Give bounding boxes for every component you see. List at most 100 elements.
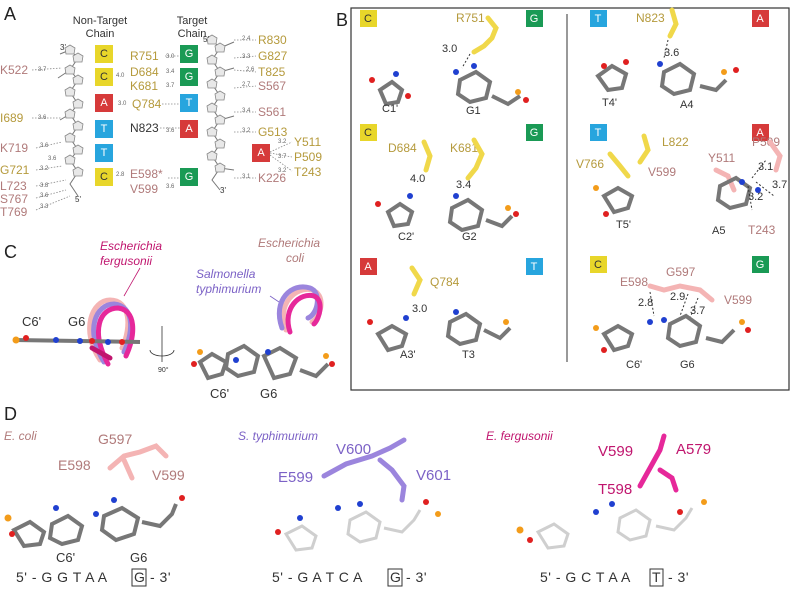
d-ecoli-seq-boxed: G [134, 569, 145, 585]
dist-a-13: 3.7 [166, 83, 175, 89]
b1-nt2: G [530, 13, 539, 25]
d-eferg-seq-boxed: T [652, 569, 661, 585]
res-y511: Y511 [294, 135, 321, 149]
c-label-c6b: C6' [210, 386, 229, 401]
nt-box-right-5: A [252, 144, 270, 162]
panel-b-label: B [336, 10, 348, 30]
res-t243: T243 [294, 165, 322, 179]
dist-a-21: 3.2 [242, 128, 251, 134]
nt-left-1: C [100, 48, 108, 60]
end-5-top: 5' [203, 35, 209, 44]
b-row-1: C G R751 3.0 C1' G1 [360, 10, 543, 117]
c-label-c6: C6' [22, 314, 41, 329]
d-styph-seq-box [387, 568, 403, 587]
dist-a-2: 3.6 [40, 143, 49, 149]
b-row-3: A T Q784 3.0 A3' T3 [360, 258, 543, 361]
d-styph-v601: V601 [416, 467, 451, 484]
nt-box-right-3: T [180, 94, 198, 112]
c-rotation-label: 90° [158, 366, 169, 374]
d-styph-seq-boxed: G [390, 569, 401, 585]
non-target-chain-header-2: Chain [86, 28, 115, 40]
b5-nt1: T [595, 127, 602, 139]
res-q784: Q784 [132, 97, 162, 111]
b-row-2: C G D684 K681 4.0 3.4 C2' G2 [360, 124, 543, 243]
nt-right-4: A [185, 123, 193, 135]
res-k681: K681 [130, 79, 158, 93]
d-ecoli-species: E. coli [4, 429, 37, 443]
b1-lab1: C1' [382, 103, 398, 115]
d-eferg-seq-post: - 3' [668, 569, 689, 585]
c-ferg-pointer [123, 267, 141, 297]
dist-a-9: 3.0 [118, 101, 127, 107]
d-styph-seq-post: - 3' [406, 569, 427, 585]
d-ecoli-seq-post: - 3' [150, 569, 171, 585]
b5-dist3: 3.2 [748, 191, 763, 203]
nt-left-5: T [101, 147, 108, 159]
residues-mid: R751 D684 K681 Q784 N823 E598* V599 [130, 49, 163, 196]
b5-res-t243: T243 [748, 223, 776, 237]
dist-a-17: 3.3 [242, 54, 251, 60]
b2-nt2: G [530, 127, 539, 139]
dist-a-23: 3.7 [278, 154, 287, 160]
end-3-bottom: 3' [220, 186, 226, 195]
b4-lab2: A4 [680, 99, 693, 111]
d-eferg-v599: V599 [598, 443, 633, 460]
c-species-sal-1: Salmonella [196, 267, 256, 281]
c-species-ecoli-2: coli [286, 251, 304, 265]
dist-a-6: 3.6 [40, 193, 49, 199]
b5-res-v766: V766 [576, 157, 604, 171]
b1-res: R751 [456, 11, 485, 25]
target-chain-header-2: Chain [178, 28, 207, 40]
residues-right: R830 G827 T825 S567 S561 G513 K226 Y511 … [258, 33, 322, 185]
b3-nt2: T [531, 261, 538, 273]
d-styph-v600: V600 [336, 441, 371, 458]
nt-box-left-4: T [95, 120, 113, 138]
b3-dist: 3.0 [412, 303, 427, 315]
d-ecoli-e598: E598 [58, 457, 91, 473]
dist-a-5: 3.8 [40, 183, 49, 189]
res-s767: S767 [0, 192, 28, 206]
nt-box-left-5: T [95, 144, 113, 162]
end-3-top: 3' [60, 43, 66, 52]
res-d684: D684 [130, 65, 159, 79]
distances-a: 3.7 3.6 3.6 3.6 3.2 3.8 3.6 3.3 3.0 3.0 … [38, 36, 287, 210]
b2-res2: K681 [450, 141, 478, 155]
nt-left-4: T [101, 123, 108, 135]
nt-box-right-6: G [180, 168, 198, 186]
b2-lab1: C2' [398, 231, 414, 243]
non-target-chain-header: Non-Target [73, 15, 127, 27]
b1-nt1: C [364, 13, 372, 25]
d-eferg-seq-box [649, 568, 664, 587]
c-loops-right [276, 284, 324, 335]
d-styph: S. typhimurium V600 E599 V601 5' - G A T… [238, 429, 451, 587]
nt-right-2: G [185, 71, 194, 83]
b2-lab2: G2 [462, 231, 477, 243]
nt-right-6: G [185, 171, 194, 183]
d-eferg: E. fergusonii V599 A579 T598 5' - G C T … [486, 429, 711, 587]
nt-box-right-1: G [180, 45, 198, 63]
nt-right-5: A [257, 147, 265, 159]
dist-a-22: 3.2 [278, 139, 287, 145]
res-k226: K226 [258, 171, 286, 185]
b3-lab2: T3 [462, 349, 475, 361]
b2-dist1: 4.0 [410, 173, 425, 185]
d-ecoli-lab1: C6' [56, 550, 75, 565]
nt-left-6: C [100, 171, 108, 183]
dist-a-8: 3.0 [166, 54, 175, 60]
b6-lab2: G6 [680, 359, 695, 371]
d-ecoli-g597: G597 [98, 431, 132, 447]
c-species-sal-2: typhimurium [196, 282, 261, 296]
d-ecoli-seq-pre: 5' - G G T A A [16, 569, 108, 585]
res-k522: K522 [0, 63, 28, 77]
nt-box-left-1: C [95, 45, 113, 63]
dist-a-11: 3.6 [166, 128, 175, 134]
dist-a-15: 3.6 [166, 184, 175, 190]
nt-left-3: A [100, 97, 108, 109]
c-rotation-arrow: 90° [149, 326, 175, 374]
b2-res1: D684 [388, 141, 417, 155]
dist-a-24: 3.2 [278, 168, 287, 174]
panel-a-label: A [4, 4, 16, 24]
nt-box-left-3: A [95, 94, 113, 112]
b6-lab1: C6' [626, 359, 642, 371]
